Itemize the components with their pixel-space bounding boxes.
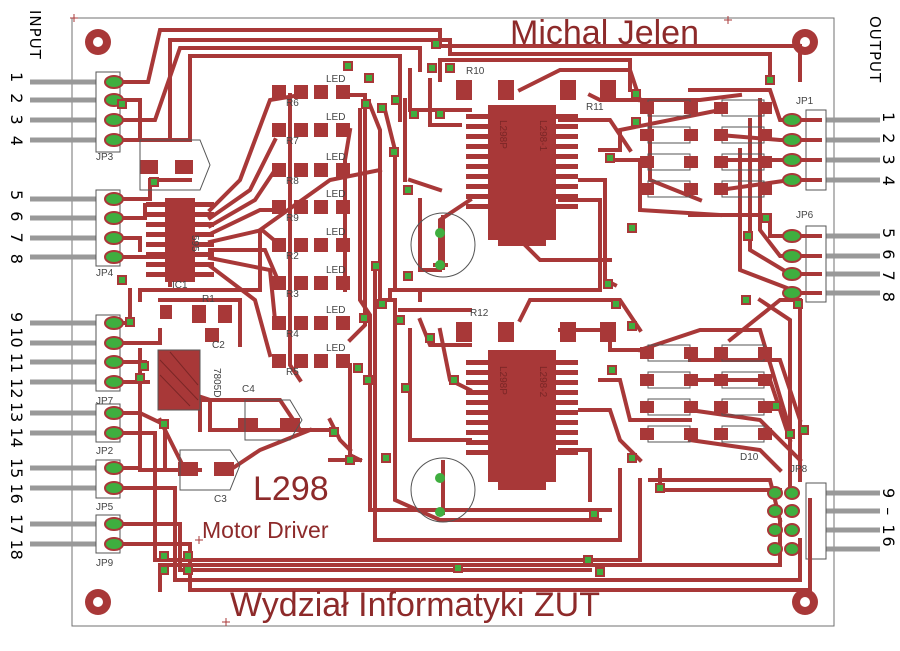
footer-label: Wydział Informatyki ZUT xyxy=(230,586,600,624)
resistor-label-r8: R8 xyxy=(286,176,299,187)
designator-d10: D10 xyxy=(740,452,759,463)
origin-marks xyxy=(70,14,732,626)
output-pins-1-4: 1 2 3 4 xyxy=(879,112,898,189)
designator-jp9: JP9 xyxy=(96,558,114,569)
l298-1-package xyxy=(466,105,578,246)
led-label: LED xyxy=(326,305,346,316)
designator-jp4: JP4 xyxy=(96,268,114,279)
designator-jp5: JP5 xyxy=(96,502,114,513)
l298-2-package xyxy=(466,350,578,490)
ic1-595 xyxy=(146,198,214,282)
designator-r11: R11 xyxy=(586,102,604,113)
regulator-7805d xyxy=(157,349,201,411)
input-header-pins xyxy=(30,79,96,547)
capacitor-c6 xyxy=(410,457,476,523)
designator-r10: R10 xyxy=(466,66,485,77)
designator-c2: C2 xyxy=(212,340,225,351)
capacitor-c5 xyxy=(410,212,476,278)
designator-l298-2: L298-2 xyxy=(537,366,548,398)
led-label: LED xyxy=(326,265,346,276)
vias xyxy=(117,39,809,577)
led-label: LED xyxy=(326,189,346,200)
designator-l298-1: L298-1 xyxy=(537,120,548,152)
designator-7805d: 7805D xyxy=(211,368,222,398)
led-label: LED xyxy=(326,112,346,123)
designator-jp1: JP1 xyxy=(796,96,814,107)
input-pins-17-18: 17 18 xyxy=(7,514,26,560)
resistor-label-r3: R3 xyxy=(286,289,299,300)
designator-c4: C4 xyxy=(242,384,255,395)
led-label: LED xyxy=(326,74,346,85)
led-label: LED xyxy=(326,343,346,354)
output-pins-9-16: 9 – 16 xyxy=(879,488,898,549)
designator-r12: R12 xyxy=(470,308,489,319)
header-pads xyxy=(104,75,802,556)
input-pins-1-4: 1 2 3 4 xyxy=(7,72,26,149)
resistor-label-r7: R7 xyxy=(286,136,299,147)
resistor-label-r6: R6 xyxy=(286,98,299,109)
mounting-holes xyxy=(85,29,818,615)
input-pins-13-14: 13 14 xyxy=(7,402,26,448)
smd-pads xyxy=(140,80,616,476)
resistor-label-r4: R4 xyxy=(286,329,299,340)
designator-l298-pkg-2: L298P xyxy=(497,366,508,395)
resistor-label-r5: R5 xyxy=(286,367,299,378)
designator-c3: C3 xyxy=(214,494,227,505)
designator-l298-pkg-1: L298P xyxy=(497,120,508,149)
resistor-label-r2: R2 xyxy=(286,251,299,262)
output-header-pins xyxy=(826,117,880,552)
designator-jp2: JP2 xyxy=(96,446,114,457)
led-label: LED xyxy=(326,152,346,163)
input-pins-9-12: 9 10 11 12 xyxy=(7,312,26,399)
designator-jp6: JP6 xyxy=(796,210,814,221)
led-label: LED xyxy=(326,227,346,238)
board-title: L298 xyxy=(253,470,329,508)
designator-595: 595 xyxy=(189,235,200,252)
resistor-label-r9: R9 xyxy=(286,213,299,224)
designator-jp7: JP7 xyxy=(96,396,114,407)
input-label: INPUT xyxy=(26,10,44,60)
designator-ic1: IC1 xyxy=(172,280,188,291)
board-subtitle: Motor Driver xyxy=(202,517,329,543)
author-label: Michal Jelen xyxy=(510,14,699,52)
input-pins-15-16: 15 16 xyxy=(7,458,26,504)
output-label: OUTPUT xyxy=(866,16,884,84)
designator-r1: R1 xyxy=(202,294,215,305)
designator-jp8: JP8 xyxy=(790,464,808,475)
output-pins-5-8: 5 6 7 8 xyxy=(879,228,898,305)
designator-jp3: JP3 xyxy=(96,152,114,163)
input-pins-5-8: 5 6 7 8 xyxy=(7,190,26,267)
